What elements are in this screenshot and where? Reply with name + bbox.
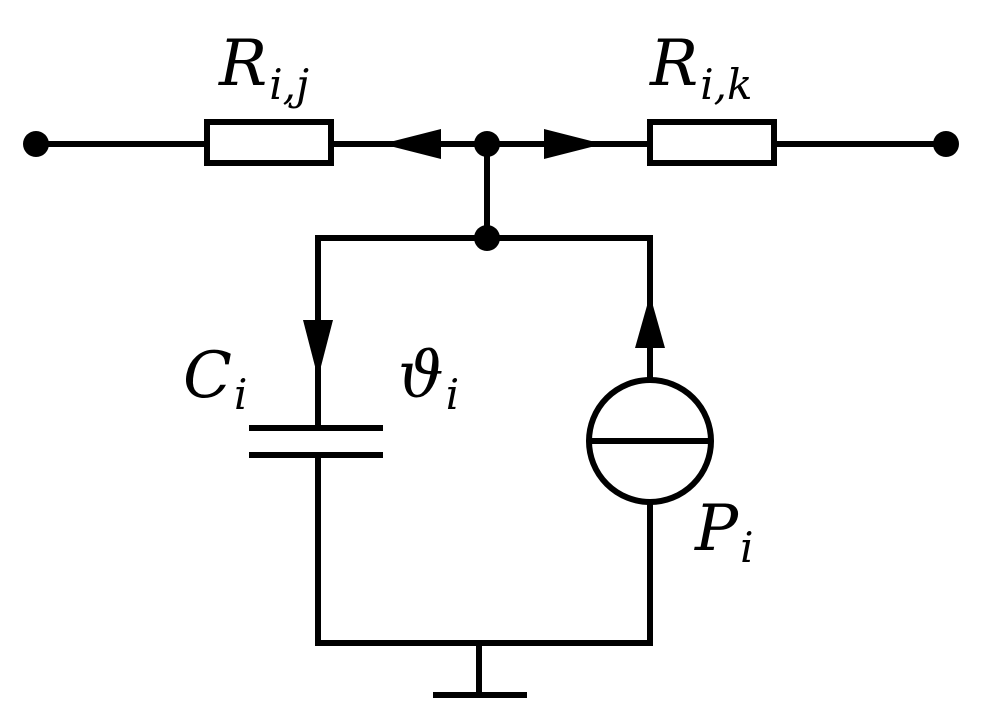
wire-loop-bottom bbox=[315, 455, 653, 646]
label-temperature: ϑi bbox=[398, 339, 459, 419]
resistor-right bbox=[647, 119, 777, 166]
arrow-left bbox=[382, 129, 441, 159]
label-source: Pi bbox=[694, 492, 754, 572]
terminal-right bbox=[933, 131, 959, 157]
wire-loop-top bbox=[315, 235, 653, 428]
label-capacitor: Ci bbox=[183, 339, 247, 419]
label-resistor-right: Ri,k bbox=[649, 27, 752, 109]
resistor-left bbox=[204, 119, 334, 166]
terminal-left bbox=[23, 131, 49, 157]
arrow-down-capacitor bbox=[303, 320, 333, 378]
arrow-right bbox=[544, 129, 603, 159]
arrow-up-source bbox=[635, 295, 665, 348]
label-resistor-left: Ri,j bbox=[218, 27, 309, 109]
